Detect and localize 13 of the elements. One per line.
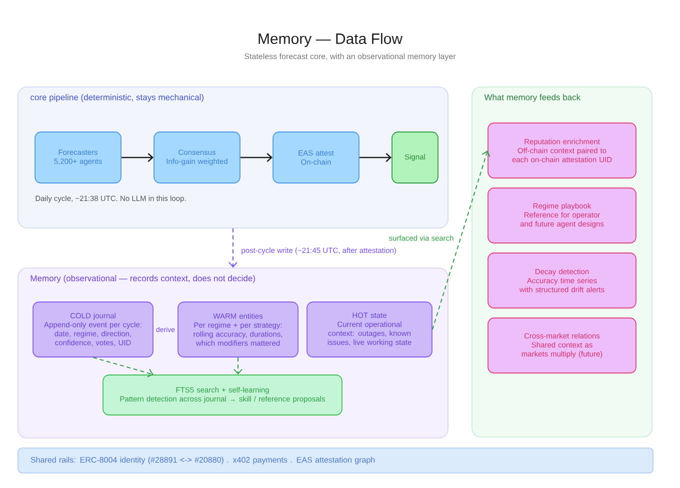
panel-heading: What memory feeds back bbox=[484, 94, 581, 102]
panel-heading: Memory (observational — records context, does not decide) bbox=[30, 275, 255, 283]
dashed-arrow bbox=[92, 356, 154, 378]
dashed-arrow bbox=[432, 150, 490, 330]
subtitle: Stateless forecast core, with an observational memory layer bbox=[244, 53, 456, 61]
dashed-arrow bbox=[234, 356, 242, 375]
title: Memory — Data Flow bbox=[258, 33, 403, 47]
arrow bbox=[240, 153, 273, 162]
dashed-arrow bbox=[228, 228, 238, 268]
footer-band: Shared rails: ERC-8004 identity (#28891 <-> #20880) . x402 payments . EAS attestation graph bbox=[18, 448, 654, 474]
arrow bbox=[121, 153, 154, 162]
panel-heading: core pipeline (deterministic, stays mechanical) bbox=[30, 94, 204, 102]
arrow bbox=[359, 153, 392, 162]
